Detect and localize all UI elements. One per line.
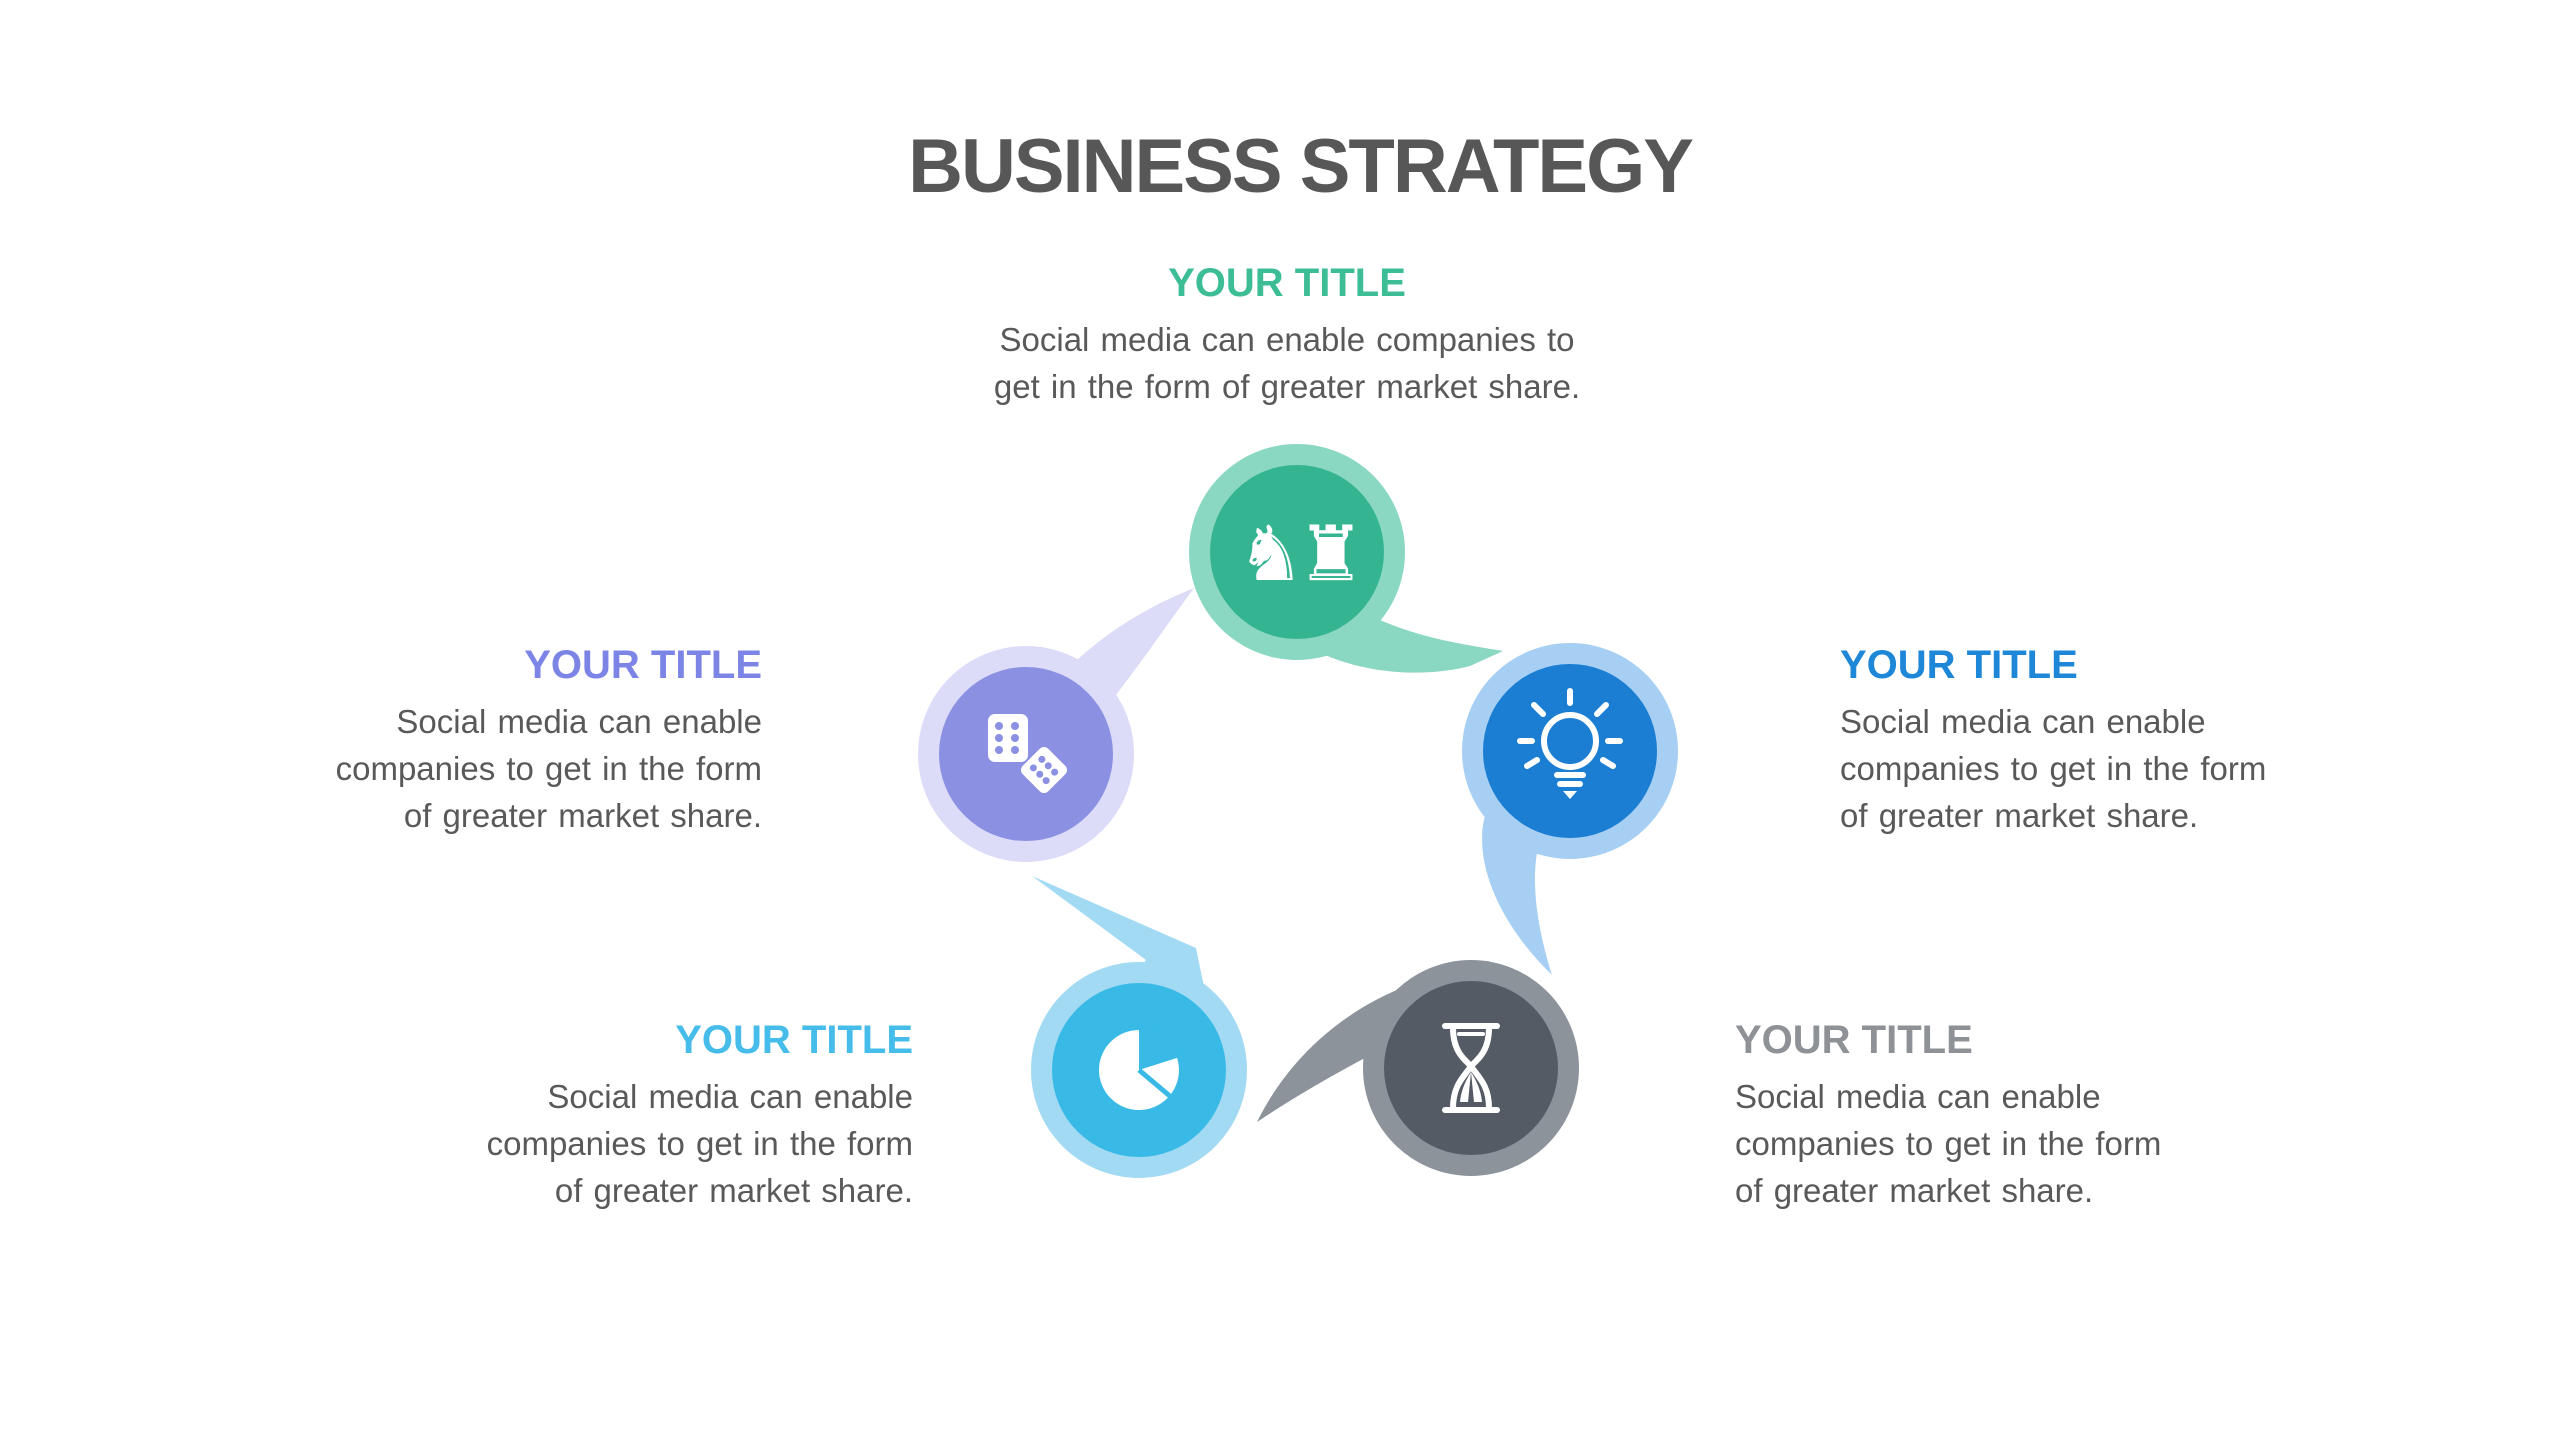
section-top: YOUR TITLE Social media can enable compa… [994, 259, 1580, 410]
body-line: get in the form of greater market share. [993, 368, 1581, 405]
section-left: YOUR TITLE Social media can enable compa… [336, 641, 762, 839]
body-line: Social media can enable [396, 703, 762, 740]
body-line: companies to get in the form [335, 750, 762, 787]
section-right-title: YOUR TITLE [1840, 643, 2078, 687]
body-line: of greater market share. [1735, 1172, 2094, 1209]
section-bottom-left-title: YOUR TITLE [675, 1018, 913, 1062]
section-bottom-left: YOUR TITLE Social media can enable compa… [487, 1016, 913, 1214]
section-right-body: Social media can enable companies to get… [1840, 698, 2266, 839]
section-right: YOUR TITLE Social media can enable compa… [1840, 641, 2266, 839]
dice-icon [988, 714, 1067, 793]
body-line: of greater market share. [554, 1172, 913, 1209]
lightbulb-icon [1517, 688, 1623, 799]
chess-icon: ♞♜ [1237, 509, 1357, 598]
section-top-title: YOUR TITLE [1168, 261, 1406, 305]
section-top-body: Social media can enable companies to get… [994, 316, 1580, 410]
section-bottom-right: YOUR TITLE Social media can enable compa… [1735, 1016, 2161, 1214]
body-line: companies to get in the form [1840, 750, 2267, 787]
body-line: Social media can enable companies to [999, 321, 1575, 358]
body-line: companies to get in the form [1735, 1125, 2162, 1162]
body-line: Social media can enable [1735, 1078, 2101, 1115]
body-line: Social media can enable [1840, 703, 2206, 740]
strategy-node-circle [1210, 465, 1384, 639]
hourglass-icon [1442, 1023, 1500, 1113]
idea-node-circle [1483, 664, 1657, 838]
section-bottom-left-body: Social media can enable companies to get… [487, 1073, 913, 1214]
section-left-title: YOUR TITLE [524, 643, 762, 687]
body-line: Social media can enable [547, 1078, 913, 1115]
section-left-body: Social media can enable companies to get… [336, 698, 762, 839]
body-line: of greater market share. [1840, 797, 2199, 834]
body-line: of greater market share. [403, 797, 762, 834]
section-bottom-right-title: YOUR TITLE [1735, 1018, 1973, 1062]
section-bottom-right-body: Social media can enable companies to get… [1735, 1073, 2161, 1214]
body-line: companies to get in the form [486, 1125, 913, 1162]
pie-chart-icon [1099, 1023, 1183, 1110]
page-title: BUSINESS STRATEGY [908, 123, 1694, 209]
